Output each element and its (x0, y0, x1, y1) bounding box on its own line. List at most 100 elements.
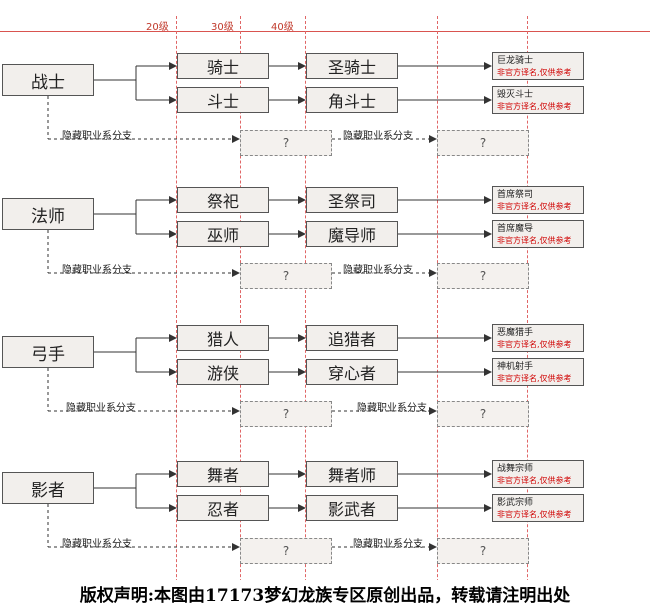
node-label: 影武者 (327, 500, 376, 519)
hidden-branch-label: 隐藏职业系分支 (353, 539, 423, 550)
final-note: 非官方译名,仅供参考 (497, 67, 572, 77)
class-box-archer: 弓手 (2, 336, 94, 368)
class-name: 影者 (31, 480, 65, 501)
unknown-node: ? (240, 538, 332, 564)
level-guide-4 (437, 16, 438, 612)
node-label: 游侠 (206, 364, 239, 383)
unknown-node: ? (240, 263, 332, 289)
node-label: 角斗士 (327, 92, 376, 111)
final-node: 毁灭斗士 非官方译名,仅供参考 (492, 86, 584, 114)
unknown-mark: ? (479, 544, 487, 558)
final-name: 恶魔猎手 (497, 327, 534, 338)
node-label: 骑士 (206, 58, 239, 77)
node-label: 忍者 (206, 500, 239, 519)
hidden-branch-label: 隐藏职业系分支 (62, 131, 132, 142)
class-name: 战士 (31, 72, 65, 93)
level-guide-5 (527, 16, 528, 612)
class-box-shadow: 影者 (2, 472, 94, 504)
unknown-node: ? (240, 130, 332, 156)
unknown-node: ? (437, 263, 529, 289)
tier2-node: 角斗士 (306, 87, 398, 113)
class-box-warrior: 战士 (2, 64, 94, 96)
final-node: 巨龙骑士 非官方译名,仅供参考 (492, 52, 584, 80)
tier2-node: 舞者师 (306, 461, 398, 487)
node-label: 舞者 (206, 466, 239, 485)
final-name: 首席魔导 (497, 223, 534, 234)
final-name: 毁灭斗士 (497, 89, 534, 100)
tier2-node: 圣骑士 (306, 53, 398, 79)
level-guide-40 (305, 16, 306, 612)
tier1-node: 祭祀 (177, 187, 269, 213)
hidden-branch-label: 隐藏职业系分支 (343, 131, 413, 142)
node-label: 巫师 (206, 226, 239, 245)
final-note: 非官方译名,仅供参考 (497, 339, 572, 349)
unknown-mark: ? (282, 136, 290, 150)
level-label-20: 20级 (146, 22, 169, 33)
unknown-mark: ? (479, 136, 487, 150)
unknown-mark: ? (282, 269, 290, 283)
node-label: 祭祀 (206, 192, 239, 211)
tier1-node: 猎人 (177, 325, 269, 351)
unknown-node: ? (437, 130, 529, 156)
hidden-branch-label: 隐藏职业系分支 (62, 539, 132, 550)
header-divider (0, 31, 650, 32)
node-label: 斗士 (206, 92, 239, 111)
node-label: 圣骑士 (327, 58, 376, 77)
final-name: 巨龙骑士 (497, 55, 534, 66)
final-node: 首席祭司 非官方译名,仅供参考 (492, 186, 584, 214)
hidden-branch-label: 隐藏职业系分支 (66, 403, 136, 414)
unknown-mark: ? (479, 269, 487, 283)
tier2-node: 魔导师 (306, 221, 398, 247)
final-note: 非官方译名,仅供参考 (497, 201, 572, 211)
node-label: 圣祭司 (327, 192, 376, 211)
unknown-mark: ? (479, 407, 487, 421)
final-node: 影武宗师 非官方译名,仅供参考 (492, 494, 584, 522)
tier2-node: 影武者 (306, 495, 398, 521)
final-name: 影武宗师 (497, 497, 534, 508)
final-node: 战舞宗师 非官方译名,仅供参考 (492, 460, 584, 488)
class-name: 弓手 (31, 344, 65, 365)
unknown-node: ? (240, 401, 332, 427)
unknown-node: ? (437, 538, 529, 564)
hidden-branch-label: 隐藏职业系分支 (343, 265, 413, 276)
tier1-node: 舞者 (177, 461, 269, 487)
class-name: 法师 (31, 206, 65, 227)
level-guide-30 (240, 16, 241, 612)
final-node: 恶魔猎手 非官方译名,仅供参考 (492, 324, 584, 352)
node-label: 魔导师 (327, 226, 376, 245)
tier2-node: 追猎者 (306, 325, 398, 351)
tier1-node: 忍者 (177, 495, 269, 521)
final-node: 神机射手 非官方译名,仅供参考 (492, 358, 584, 386)
tier1-node: 骑士 (177, 53, 269, 79)
final-note: 非官方译名,仅供参考 (497, 509, 572, 519)
hidden-branch-label: 隐藏职业系分支 (62, 265, 132, 276)
hidden-branch-label: 隐藏职业系分支 (357, 403, 427, 414)
copyright-footer: 版权声明:本图由17173梦幻龙族专区原创出品，转载请注明出处 (0, 580, 650, 612)
final-note: 非官方译名,仅供参考 (497, 101, 572, 111)
class-box-mage: 法师 (2, 198, 94, 230)
node-label: 穿心者 (327, 364, 376, 383)
tier1-node: 游侠 (177, 359, 269, 385)
final-name: 首席祭司 (497, 189, 534, 200)
final-name: 神机射手 (497, 361, 534, 372)
tier2-node: 穿心者 (306, 359, 398, 385)
final-node: 首席魔导 非官方译名,仅供参考 (492, 220, 584, 248)
node-label: 追猎者 (327, 330, 376, 349)
node-label: 舞者师 (327, 466, 376, 485)
tier2-node: 圣祭司 (306, 187, 398, 213)
level-label-30: 30级 (211, 22, 234, 33)
unknown-mark: ? (282, 407, 290, 421)
final-note: 非官方译名,仅供参考 (497, 475, 572, 485)
tier1-node: 斗士 (177, 87, 269, 113)
final-note: 非官方译名,仅供参考 (497, 373, 572, 383)
level-guide-20 (176, 16, 177, 612)
final-note: 非官方译名,仅供参考 (497, 235, 572, 245)
node-label: 猎人 (206, 330, 239, 349)
level-label-40: 40级 (271, 22, 294, 33)
tier1-node: 巫师 (177, 221, 269, 247)
unknown-mark: ? (282, 544, 290, 558)
final-name: 战舞宗师 (497, 463, 534, 474)
unknown-node: ? (437, 401, 529, 427)
